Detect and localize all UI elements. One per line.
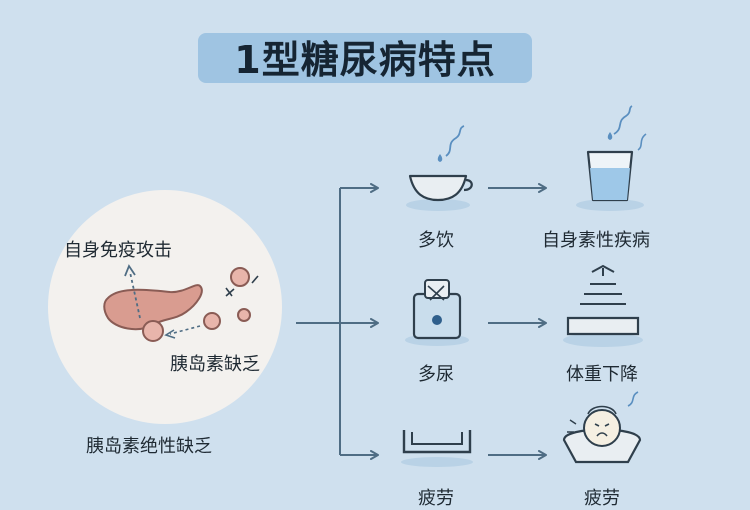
result-label-autoimmune-disease: 自身素性疾病 — [542, 230, 650, 251]
title-banner: 1型糖尿病特点 — [198, 27, 532, 89]
pancreas-icon — [103, 284, 203, 342]
absolute-insulin-deficiency-label: 胰岛素绝性缺乏 — [86, 436, 212, 457]
insulin-deficiency-label: 胰岛素缺乏 — [170, 354, 260, 375]
result-label-fatigue: 疲劳 — [584, 488, 620, 509]
result-label-weight-loss: 体重下降 — [566, 364, 638, 385]
connector-lines — [296, 183, 547, 460]
bed-icon — [401, 430, 473, 467]
symptom-label-polyuria: 多尿 — [418, 364, 454, 385]
attack-arrow — [124, 264, 141, 319]
scale-icon — [563, 264, 643, 347]
symptom-label-polydipsia: 多饮 — [418, 230, 454, 251]
immune-cells-icon — [164, 267, 259, 339]
page-title: 1型糖尿病特点 — [234, 38, 496, 82]
title-highlight — [198, 33, 532, 83]
tired-person-icon — [562, 391, 642, 464]
autoimmune-attack-label: 自身免疫攻击 — [64, 240, 172, 261]
symptom-label-fatigue: 疲劳 — [418, 488, 454, 509]
bottle-icon — [405, 279, 469, 346]
water-glass-icon — [576, 105, 647, 211]
cup-icon — [406, 125, 473, 211]
